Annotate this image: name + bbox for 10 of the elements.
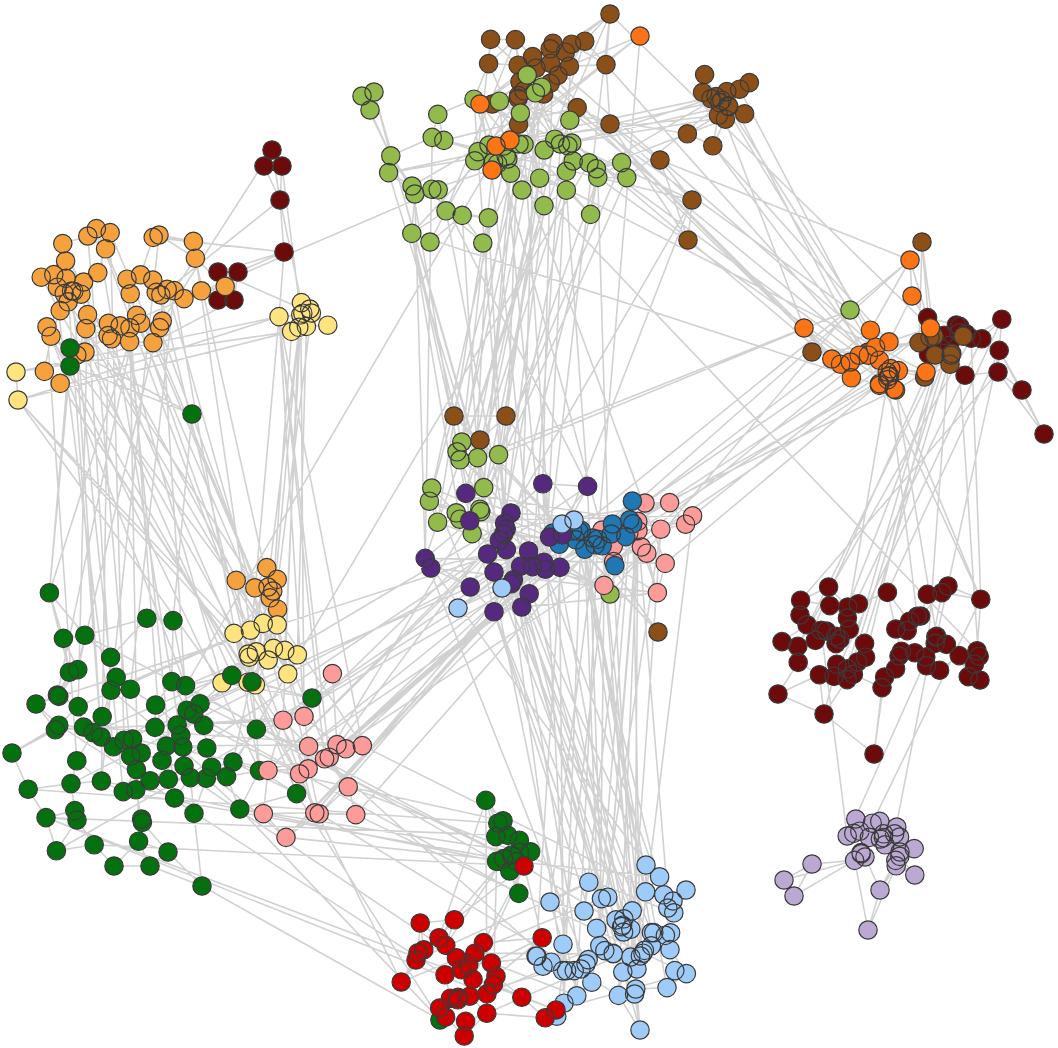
node-cluster	[768, 576, 991, 764]
node-cluster	[526, 855, 697, 1040]
node-cluster	[208, 140, 294, 310]
node-cluster	[391, 856, 566, 1046]
node-cluster	[476, 790, 541, 904]
node-cluster	[444, 406, 668, 642]
node-cluster	[470, 26, 941, 400]
node-cluster	[352, 65, 637, 253]
node-cluster	[774, 809, 925, 940]
node-cluster	[31, 218, 235, 394]
